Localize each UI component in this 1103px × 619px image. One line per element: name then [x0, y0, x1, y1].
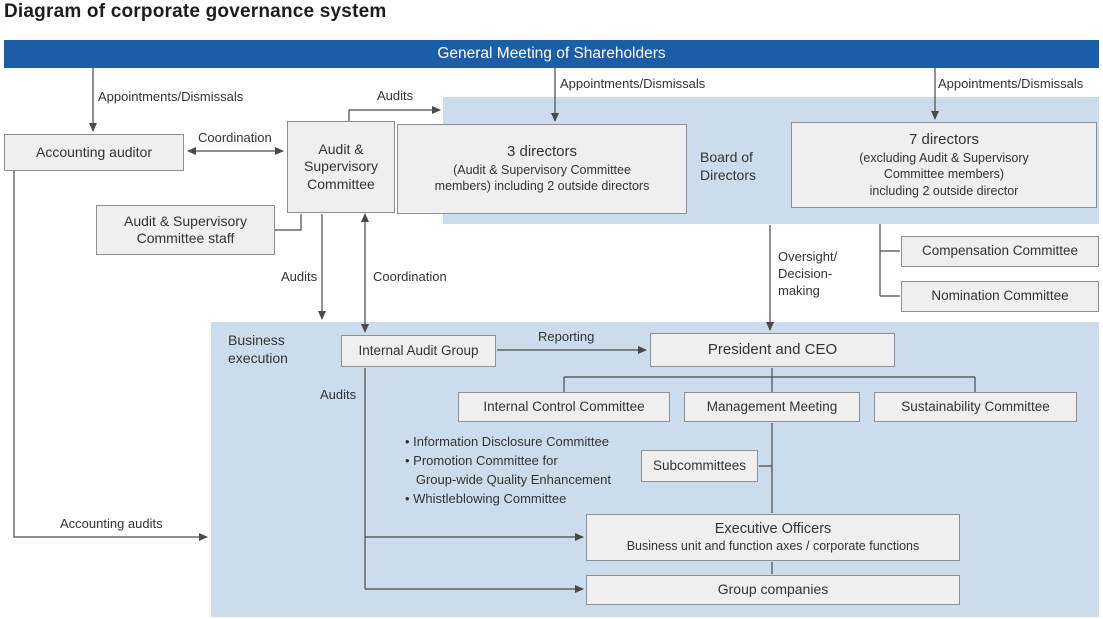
label-audits-internal: Audits: [320, 387, 357, 402]
accounting-auditor-box: Accounting auditor: [4, 134, 184, 171]
internal-audit-group-box: Internal Audit Group: [341, 335, 496, 367]
executive-officers-subtitle: Business unit and function axes / corpor…: [626, 539, 920, 554]
seven-directors-subtitle: (excluding Audit & Supervisory Committee…: [859, 151, 1029, 198]
nomination-committee-box: Nomination Committee: [901, 281, 1099, 312]
label-board-of-directors: Board of Directors: [700, 149, 757, 184]
label-business-execution: Business execution: [228, 332, 288, 367]
compensation-committee-box: Compensation Committee: [901, 236, 1099, 267]
arrow-audits-to-board: [348, 106, 441, 121]
label-oversight-decision-making: Oversight/ Decision- making: [778, 249, 838, 298]
label-coordination-top: Coordination: [198, 130, 272, 145]
audit-supervisory-committee-staff-box: Audit & Supervisory Committee staff: [96, 205, 275, 255]
label-appointments-dismissals-right: Appointments/Dismissals: [938, 76, 1084, 91]
label-audits-top: Audits: [377, 88, 414, 103]
label-reporting: Reporting: [538, 329, 595, 344]
label-appointments-dismissals-middle: Appointments/Dismissals: [560, 76, 706, 91]
label-audits-left: Audits: [281, 269, 318, 284]
three-directors-box: 3 directors (Audit & Supervisory Committ…: [397, 124, 687, 214]
seven-directors-box: 7 directors (excluding Audit & Superviso…: [791, 122, 1097, 208]
page-title: Diagram of corporate governance system: [4, 1, 387, 22]
three-directors-title: 3 directors: [506, 143, 578, 161]
seven-directors-title: 7 directors: [908, 131, 980, 149]
management-meeting-box: Management Meeting: [684, 392, 860, 422]
internal-control-committee-box: Internal Control Committee: [458, 392, 670, 422]
sustainability-committee-box: Sustainability Committee: [874, 392, 1077, 422]
executive-officers-title: Executive Officers: [714, 521, 832, 538]
executive-officers-box: Executive Officers Business unit and fun…: [586, 514, 960, 561]
connector-committees-bracket: [879, 224, 900, 297]
audit-supervisory-committee-box: Audit & Supervisory Committee: [287, 121, 395, 213]
label-coordination-mid: Coordination: [373, 269, 447, 284]
three-directors-subtitle: (Audit & Supervisory Committee members) …: [434, 163, 650, 194]
subcommittee-bullet-list: • Information Disclosure Committee • Pro…: [405, 434, 611, 506]
label-appointments-dismissals-left: Appointments/Dismissals: [98, 89, 244, 104]
connector-committee-staff: [275, 214, 302, 231]
group-companies-box: Group companies: [586, 575, 960, 605]
subcommittees-box: Subcommittees: [641, 450, 758, 482]
label-accounting-audits: Accounting audits: [60, 516, 163, 531]
general-meeting-label: General Meeting of Shareholders: [437, 45, 666, 62]
general-meeting-banner: General Meeting of Shareholders: [4, 40, 1099, 68]
president-and-ceo-box: President and CEO: [650, 333, 895, 367]
